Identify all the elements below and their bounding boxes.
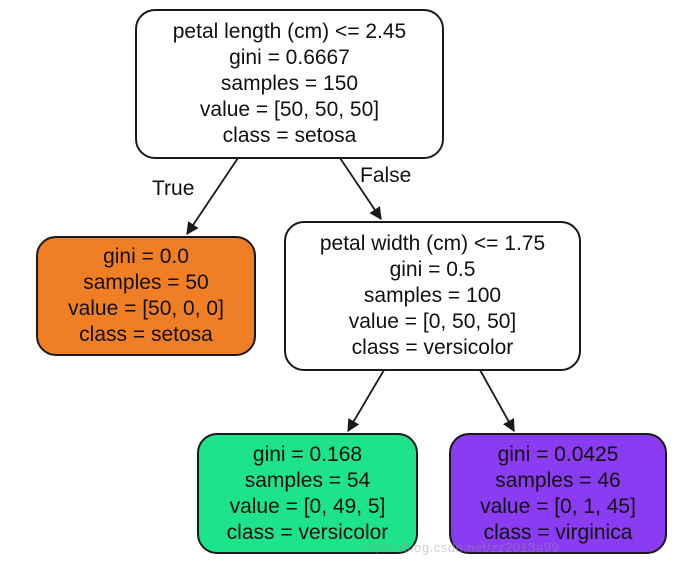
leaf-node-virginica: gini = 0.0425 samples = 46 value = [0, 1… xyxy=(449,433,667,554)
split-node-petal-width: petal width (cm) <= 1.75 gini = 0.5 samp… xyxy=(284,221,581,371)
node-samples: samples = 50 xyxy=(83,271,209,294)
node-gini: gini = 0.6667 xyxy=(229,46,350,69)
leaf-node-setosa: gini = 0.0 samples = 50 value = [50, 0, … xyxy=(36,236,256,356)
node-class: class = setosa xyxy=(222,124,357,147)
node-gini: gini = 0.168 xyxy=(252,442,363,466)
node-condition: petal width (cm) <= 1.75 xyxy=(319,232,546,255)
node-value: value = [50, 50, 50] xyxy=(199,98,380,121)
node-gini: gini = 0.5 xyxy=(389,258,476,281)
leaf-node-versicolor: gini = 0.168 samples = 54 value = [0, 49… xyxy=(197,433,418,554)
node-class: class = versicolor xyxy=(226,520,389,544)
node-value: value = [0, 49, 5] xyxy=(229,494,386,518)
edge-width-to-virginica xyxy=(479,369,515,433)
node-samples: samples = 46 xyxy=(495,468,621,492)
node-samples: samples = 150 xyxy=(220,72,359,95)
edge-root-to-width xyxy=(339,157,382,221)
edge-label-true: True xyxy=(152,177,195,200)
node-samples: samples = 54 xyxy=(244,468,371,492)
node-value: value = [0, 50, 50] xyxy=(348,310,517,333)
node-condition: petal length (cm) <= 2.45 xyxy=(172,20,407,43)
edge-label-false: False xyxy=(360,164,412,187)
node-gini: gini = 0.0425 xyxy=(497,442,619,466)
node-gini: gini = 0.0 xyxy=(103,245,189,268)
node-value: value = [50, 0, 0] xyxy=(68,297,224,320)
edge-root-to-setosa xyxy=(186,157,239,236)
node-samples: samples = 100 xyxy=(363,284,502,307)
node-value: value = [0, 1, 45] xyxy=(480,494,636,518)
node-class: class = setosa xyxy=(79,323,213,346)
watermark: https://blog.csdn.net/zz2013a99 xyxy=(360,540,560,555)
edge-width-to-versicolor xyxy=(347,369,385,433)
root-node: petal length (cm) <= 2.45 gini = 0.6667 … xyxy=(135,9,444,159)
node-class: class = virginica xyxy=(483,520,633,544)
node-class: class = versicolor xyxy=(351,336,514,359)
